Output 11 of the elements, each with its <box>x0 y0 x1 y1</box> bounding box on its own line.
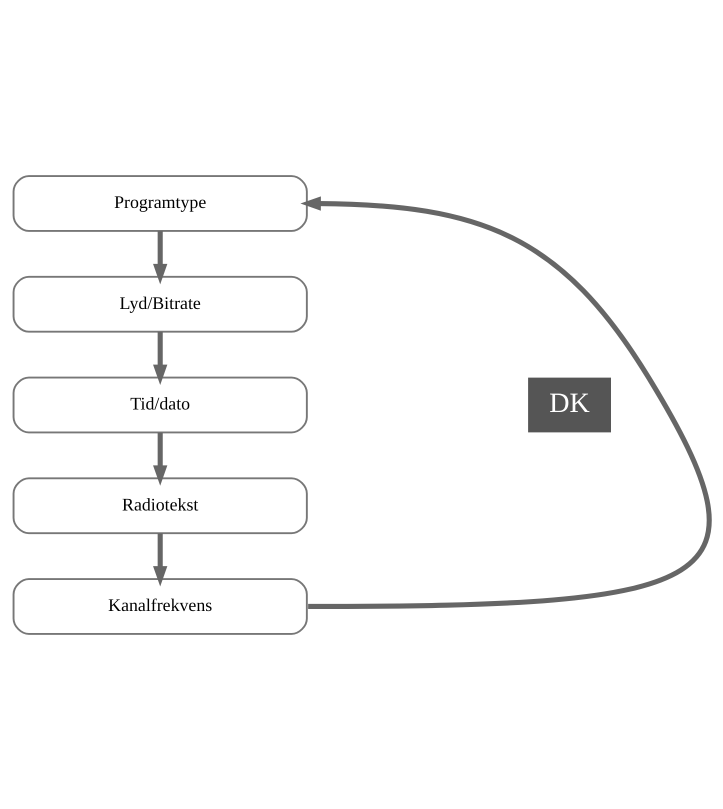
node-box: Radiotekst <box>12 476 308 534</box>
arrow <box>153 532 168 586</box>
arrow <box>153 432 168 486</box>
node-box: Lyd/Bitrate <box>12 275 308 332</box>
node-box: Tid/dato <box>12 376 308 433</box>
arrow <box>300 196 711 609</box>
arrow <box>153 331 168 385</box>
node-box: Programtype <box>12 174 308 232</box>
node-box: Kanalfrekvens <box>12 578 308 634</box>
label: DK <box>549 388 590 419</box>
arrow <box>153 230 168 284</box>
